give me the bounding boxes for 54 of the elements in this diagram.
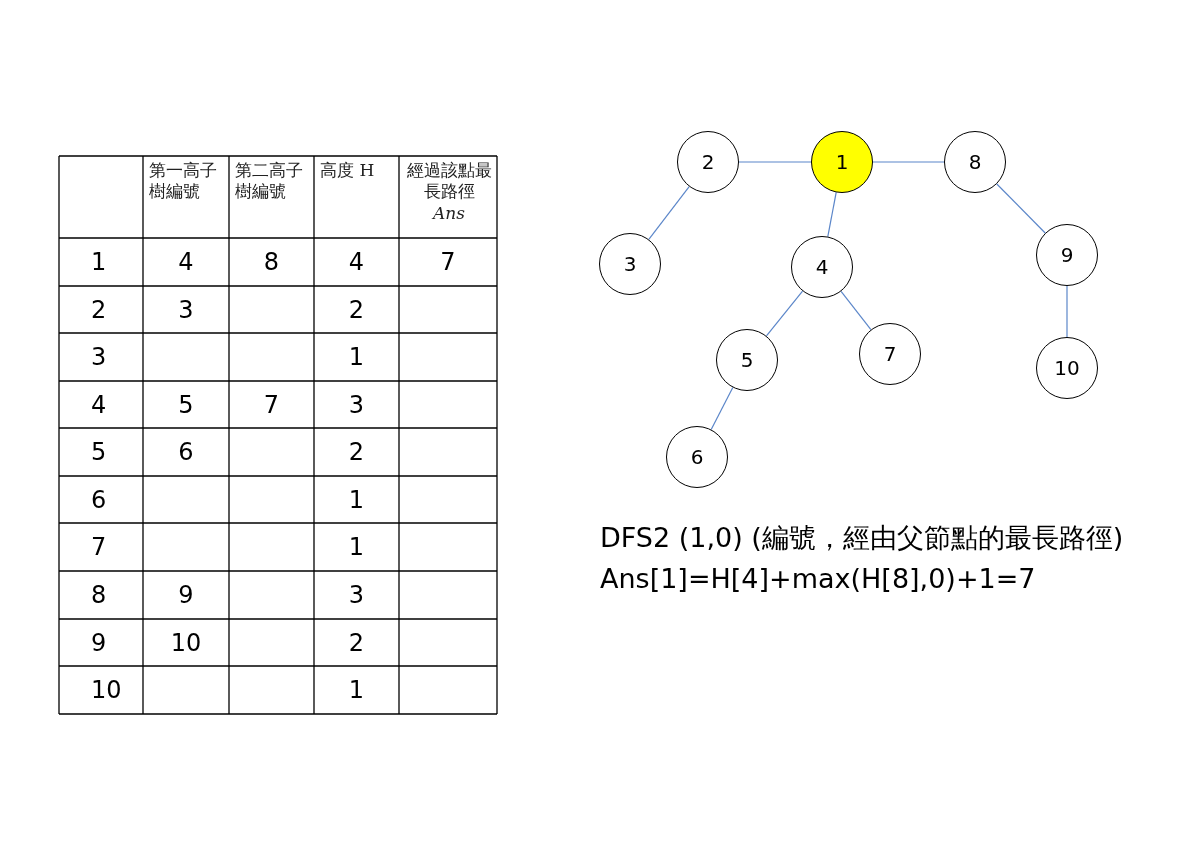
tree-edge [648, 186, 690, 240]
row-number: 4 [91, 392, 107, 417]
tree-node: 8 [944, 131, 1006, 193]
tree-node: 10 [1036, 337, 1098, 399]
table-value: 1 [347, 487, 366, 512]
tree-node: 7 [859, 323, 921, 385]
table-value: 5 [177, 392, 195, 417]
row-number: 10 [91, 678, 122, 702]
table-value: 6 [177, 440, 195, 464]
row-number: 3 [91, 345, 107, 369]
tree-edge [996, 183, 1046, 234]
tree-edge [872, 161, 945, 163]
table-value: 1 [347, 345, 366, 369]
table-value: 7 [439, 250, 457, 274]
tree-edge [765, 290, 804, 337]
table-value: 1 [347, 535, 366, 559]
table-value: 10 [169, 630, 203, 655]
row-number: 2 [91, 297, 107, 322]
table-value: 1 [347, 678, 366, 702]
column-header: 經過該點最長路徑 Ans [405, 160, 493, 224]
column-header: 第二高子樹編號 [235, 160, 304, 203]
formula-note: Ans[1]=H[4]+max(H[8],0)+1=7 [600, 563, 1036, 594]
tree-node: 4 [791, 236, 853, 298]
tree-node: 6 [666, 426, 728, 488]
table-value: 3 [347, 392, 366, 417]
row-number: 6 [91, 487, 107, 512]
table-value: 8 [262, 250, 281, 274]
table-value: 2 [347, 297, 366, 322]
tree-edge [840, 290, 872, 331]
table-value: 3 [347, 583, 366, 607]
tree-edge [827, 191, 837, 238]
tree-node: 2 [677, 131, 739, 193]
highlighted-tree-node: 1 [811, 131, 873, 193]
table-value: 2 [347, 630, 366, 655]
table-value: 7 [262, 392, 281, 417]
table-value: 9 [177, 583, 195, 607]
table-value: 3 [177, 297, 195, 322]
table-value: 4 [347, 250, 366, 274]
row-number: 9 [91, 630, 107, 655]
column-header: 第一高子樹編號 [149, 160, 218, 203]
row-number: 1 [91, 250, 107, 274]
row-number: 8 [91, 583, 107, 607]
tree-edge [710, 386, 734, 431]
table-value: 4 [177, 250, 195, 274]
formula-note: DFS2 (1,0) (編號，經由父節點的最長路徑) [600, 521, 1124, 555]
row-number: 7 [91, 535, 107, 559]
tree-node: 5 [716, 329, 778, 391]
tree-edge [738, 161, 812, 163]
row-number: 5 [91, 440, 107, 464]
tree-edge [1066, 285, 1068, 338]
column-header: 高度 H [320, 160, 376, 182]
tree-node: 9 [1036, 224, 1098, 286]
table-value: 2 [347, 440, 366, 464]
tree-node: 3 [599, 233, 661, 295]
